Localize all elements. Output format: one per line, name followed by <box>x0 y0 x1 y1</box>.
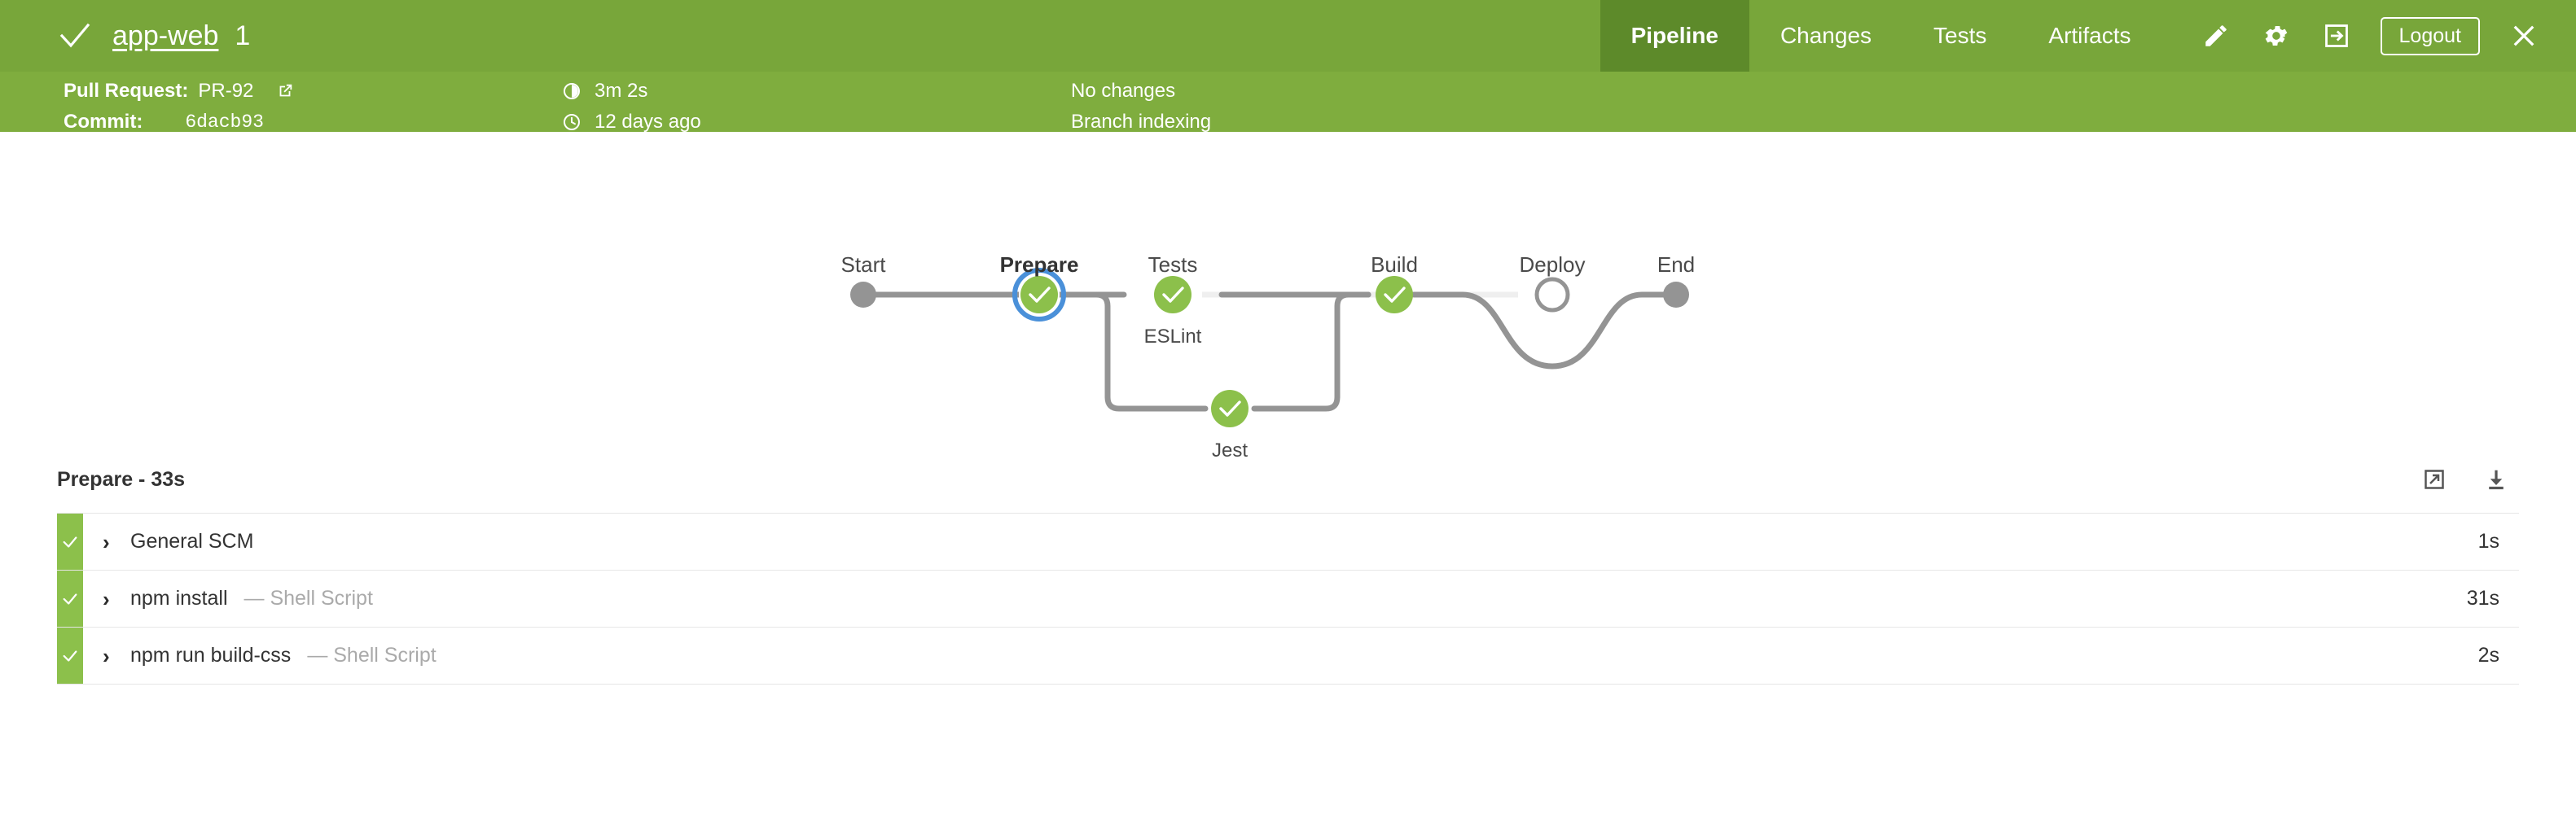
header-tabs: Pipeline Changes Tests Artifacts <box>1600 0 2162 72</box>
duration-value: 3m 2s <box>595 80 648 102</box>
pencil-icon[interactable] <box>2200 20 2232 52</box>
node-label-eslint[interactable]: ESLint <box>1143 326 1202 348</box>
stage-label-deploy[interactable]: Deploy <box>1519 252 1586 277</box>
node-jest <box>1211 390 1249 427</box>
step-status-check-icon <box>57 628 83 684</box>
step-kind: — Shell Script <box>244 587 373 610</box>
node-prepare-ring <box>1012 268 1066 322</box>
steps-title: Prepare - 33s <box>57 467 186 491</box>
commit-value: 6dacb93 <box>185 112 264 133</box>
project-name-link[interactable]: app-web <box>112 20 219 51</box>
close-icon[interactable] <box>2508 20 2540 52</box>
step-kind: — Shell Script <box>307 644 437 667</box>
tab-changes[interactable]: Changes <box>1780 23 1872 48</box>
duration-icon <box>562 81 581 101</box>
meta-commit: Commit: 6dacb93 <box>64 111 264 133</box>
pull-request-value: PR-92 <box>198 80 254 102</box>
node-end <box>1663 282 1689 308</box>
meta-changes: No changes <box>1071 80 1175 103</box>
steps-header-actions <box>2418 463 2512 496</box>
step-name: npm run build-css <box>130 644 292 667</box>
app-header: app-web 1 Pipeline Changes Tests Artifac… <box>0 0 2576 72</box>
table-row[interactable]: › npm install — Shell Script 31s <box>57 571 2519 628</box>
download-icon[interactable] <box>2480 463 2512 496</box>
external-link-icon[interactable] <box>276 82 294 100</box>
pull-request-label: Pull Request: <box>64 80 189 102</box>
run-meta-bar: Pull Request: PR-92 Commit: 6dacb93 3m 2… <box>0 72 2576 133</box>
header-left-group: app-web 1 <box>0 18 250 54</box>
meta-duration: 3m 2s <box>562 80 647 103</box>
pipeline-graph: Start Prepare Tests Build Deploy End ESL… <box>766 132 1775 462</box>
tab-artifacts[interactable]: Artifacts <box>2048 23 2131 48</box>
open-external-icon[interactable] <box>2418 463 2451 496</box>
gear-icon[interactable] <box>2260 20 2293 52</box>
steps-header: Prepare - 33s <box>57 457 2519 501</box>
commit-label: Commit: <box>64 111 143 133</box>
table-row[interactable]: › npm run build-css — Shell Script 2s <box>57 628 2519 685</box>
page-title: app-web 1 <box>112 20 250 52</box>
step-main: › General SCM <box>83 514 2421 570</box>
node-deploy <box>1534 277 1570 313</box>
time-value: 12 days ago <box>595 111 701 133</box>
logout-button[interactable]: Logout <box>2380 16 2480 55</box>
edge-build-bypass-end <box>1411 291 1673 370</box>
tab-pipeline[interactable]: Pipeline <box>1600 0 1749 72</box>
step-status-check-icon <box>57 514 83 570</box>
meta-pull-request: Pull Request: PR-92 <box>64 80 294 103</box>
stage-label-tests[interactable]: Tests <box>1148 252 1198 277</box>
edge-parallel-rejoin <box>1251 291 1371 412</box>
login-arrow-icon[interactable] <box>2320 20 2353 52</box>
step-duration: 1s <box>2477 530 2499 553</box>
table-row[interactable]: › General SCM 1s <box>57 514 2519 571</box>
edge-parallel-branch <box>1082 291 1209 412</box>
chevron-right-icon[interactable]: › <box>103 586 110 611</box>
cause-text: Branch indexing <box>1071 111 1212 133</box>
run-status-check-icon <box>57 18 93 54</box>
clock-icon <box>562 112 581 132</box>
steps-section: Prepare - 33s <box>0 457 2576 685</box>
header-actions: Logout <box>2162 16 2576 55</box>
node-eslint <box>1154 276 1191 313</box>
step-status-check-icon <box>57 571 83 627</box>
node-build <box>1376 276 1413 313</box>
steps-list: › General SCM 1s › npm install — Shell S… <box>57 513 2519 685</box>
node-start <box>850 282 876 308</box>
step-duration: 2s <box>2477 644 2499 667</box>
step-name: General SCM <box>130 530 254 553</box>
stage-label-end: End <box>1657 252 1696 277</box>
stage-label-prepare[interactable]: Prepare <box>999 252 1079 277</box>
tab-tests[interactable]: Tests <box>1933 23 1987 48</box>
step-duration: 31s <box>2466 587 2499 610</box>
pipeline-graph-area: Start Prepare Tests Build Deploy End ESL… <box>0 132 2576 462</box>
stage-label-build[interactable]: Build <box>1371 252 1418 277</box>
step-main: › npm install — Shell Script <box>83 571 2421 627</box>
changes-text: No changes <box>1071 80 1176 102</box>
node-prepare <box>1020 276 1058 313</box>
meta-time: 12 days ago <box>562 111 701 133</box>
chevron-right-icon[interactable]: › <box>103 529 110 554</box>
node-label-jest[interactable]: Jest <box>1211 440 1249 462</box>
meta-cause: Branch indexing <box>1071 111 1211 133</box>
run-number: 1 <box>235 20 251 51</box>
chevron-right-icon[interactable]: › <box>103 643 110 668</box>
step-name: npm install <box>130 587 228 610</box>
pipeline-graph-svg <box>850 268 1689 427</box>
step-main: › npm run build-css — Shell Script <box>83 628 2421 684</box>
stage-label-start: Start <box>840 252 886 277</box>
